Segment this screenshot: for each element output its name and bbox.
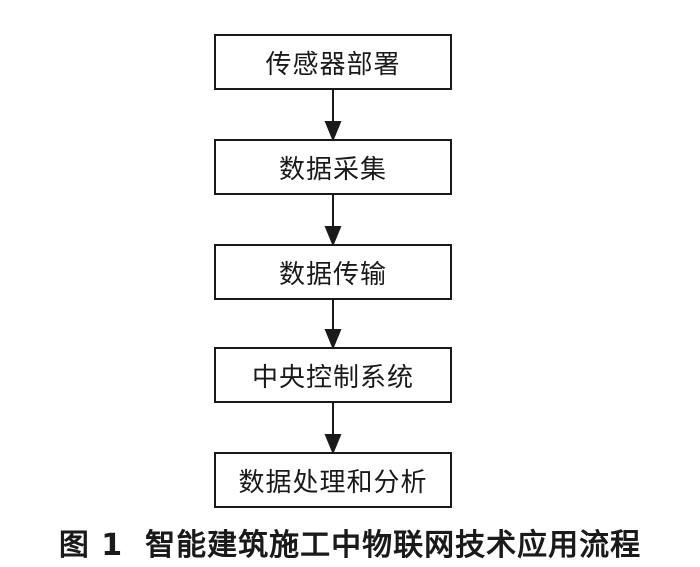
step-label: 数据处理和分析 — [238, 467, 428, 498]
step-box-data-transmission: 数据传输 — [214, 244, 452, 300]
step-box-sensor-deployment: 传感器部署 — [214, 34, 452, 90]
step-label: 中央控制系统 — [251, 362, 414, 393]
arrow-2-to-3 — [324, 195, 342, 247]
step-box-data-collection: 数据采集 — [214, 139, 452, 195]
figure-title: 智能建筑施工中物联网技术应用流程 — [145, 528, 642, 563]
step-label: 数据采集 — [278, 154, 387, 185]
step-label: 传感器部署 — [265, 49, 401, 80]
figure-caption: 图 1 智能建筑施工中物联网技术应用流程 — [0, 520, 700, 564]
step-box-central-control-system: 中央控制系统 — [214, 347, 452, 403]
arrow-4-to-5 — [324, 403, 342, 455]
arrow-3-to-4 — [324, 300, 342, 350]
step-label: 数据传输 — [278, 259, 387, 290]
arrow-1-to-2 — [324, 90, 342, 142]
figure-label: 图 1 — [58, 528, 124, 563]
